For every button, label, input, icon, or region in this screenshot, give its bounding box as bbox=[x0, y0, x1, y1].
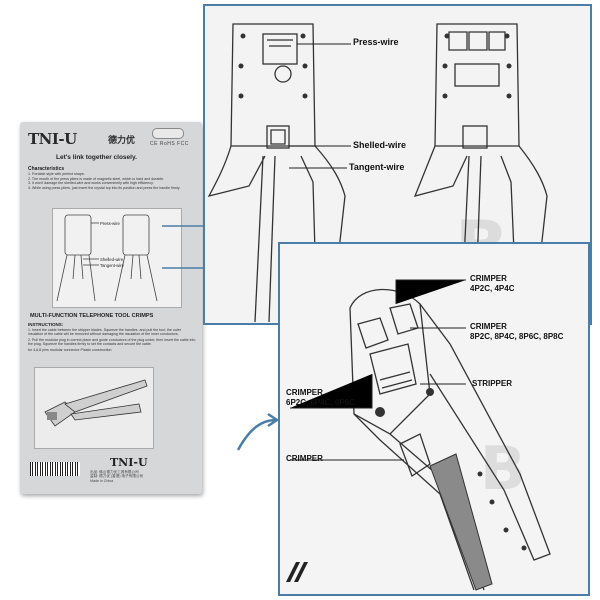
instructions-heading: INSTRUCTIONS: bbox=[28, 322, 64, 327]
label-stripper: STRIPPER bbox=[472, 379, 513, 388]
brand-logo-bottom: TNI-U bbox=[110, 456, 148, 469]
label-tangent-wire: Tangent-wire bbox=[349, 162, 405, 172]
instructions-list: 1. Insert the cable between the stripper… bbox=[28, 328, 196, 353]
label-crimper: CRIMPER bbox=[286, 454, 323, 463]
thumb-label-shelled: Shelled-wire bbox=[100, 257, 124, 262]
certification-marks: CE RoHS FCC bbox=[150, 141, 189, 147]
list-item: 2. The mouth of the press pliers is made… bbox=[28, 176, 165, 181]
label-sub: 8P2C, 8P4C, 8P6C, 8P8C bbox=[470, 332, 564, 341]
package-card: TNI-U 德力优 CE RoHS FCC Let's link togethe… bbox=[20, 122, 202, 494]
label-shelled-wire: Shelled-wire bbox=[353, 140, 407, 150]
label-sub: 6P2C, 6P4C, 6P6C bbox=[286, 398, 355, 407]
brand-logo: TNI-U bbox=[28, 130, 77, 148]
list-item: 2. Pull the modular plug in correct plac… bbox=[28, 337, 196, 347]
label-crimper-8p: CRIMPER 8P2C, 8P4C, 8P6C, 8P8C bbox=[470, 322, 563, 342]
crimper-diagram-panel: B bbox=[278, 242, 590, 596]
barcode bbox=[30, 462, 80, 476]
list-item: 1. Portable style with perfect shape. bbox=[28, 172, 85, 176]
hang-hole bbox=[152, 128, 184, 139]
manufacturer-footer: 出品: 佛山德力优工具有限公司 监制: 德力优 (香港) 电子有限公司 Made… bbox=[90, 470, 195, 483]
thumb-label-tangent: Tangent-wire bbox=[100, 263, 125, 268]
thumb-label-press: Press-wire bbox=[100, 221, 120, 226]
label-crimper-6p: CRIMPER 6P2C, 6P4C, 6P6C bbox=[286, 388, 355, 408]
diagram-thumbnail-a: Press-wire Shelled-wire Tangent-wire bbox=[52, 208, 182, 308]
label-title: CRIMPER bbox=[286, 388, 323, 397]
watermark: B bbox=[480, 434, 526, 504]
label-sub: 4P2C, 4P4C bbox=[470, 284, 515, 293]
footer-line: 监制: 德力优 (香港) 电子有限公司 bbox=[90, 474, 144, 479]
label-title: CRIMPER bbox=[470, 322, 507, 331]
list-item: 4. While using press pliers, just insert… bbox=[28, 185, 181, 190]
product-title: MULTI-FUNCTION TELEPHONE TOOL CRIMPS bbox=[30, 313, 154, 319]
brand-chinese-name: 德力优 bbox=[108, 135, 136, 145]
label-title: CRIMPER bbox=[470, 274, 507, 283]
tool-thumbnail-b bbox=[44, 379, 148, 427]
characteristics-heading: Characteristics bbox=[28, 166, 65, 172]
diagram-thumbnail-b bbox=[34, 367, 154, 449]
slogan: Let's link together closely. bbox=[56, 154, 137, 161]
footer-line: Made in China bbox=[90, 478, 114, 483]
list-item: for 4,6,8 pins modular connector Plastic… bbox=[28, 347, 112, 352]
list-item: 3. It won't damage the shelled-wire and … bbox=[28, 181, 154, 186]
tool-thumbnail-a: Press-wire Shelled-wire Tangent-wire bbox=[56, 214, 158, 302]
characteristics-list: 1. Portable style with perfect shape. 2.… bbox=[28, 172, 193, 190]
label-press-wire: Press-wire bbox=[353, 37, 399, 47]
list-item: 1. Insert the cable between the stripper… bbox=[28, 328, 182, 337]
label-crimper-4p: CRIMPER 4P2C, 4P4C bbox=[470, 274, 514, 294]
crimper-tool-drawing bbox=[286, 279, 551, 591]
footer-line: 出品: 佛山德力优工具有限公司 bbox=[90, 470, 139, 474]
